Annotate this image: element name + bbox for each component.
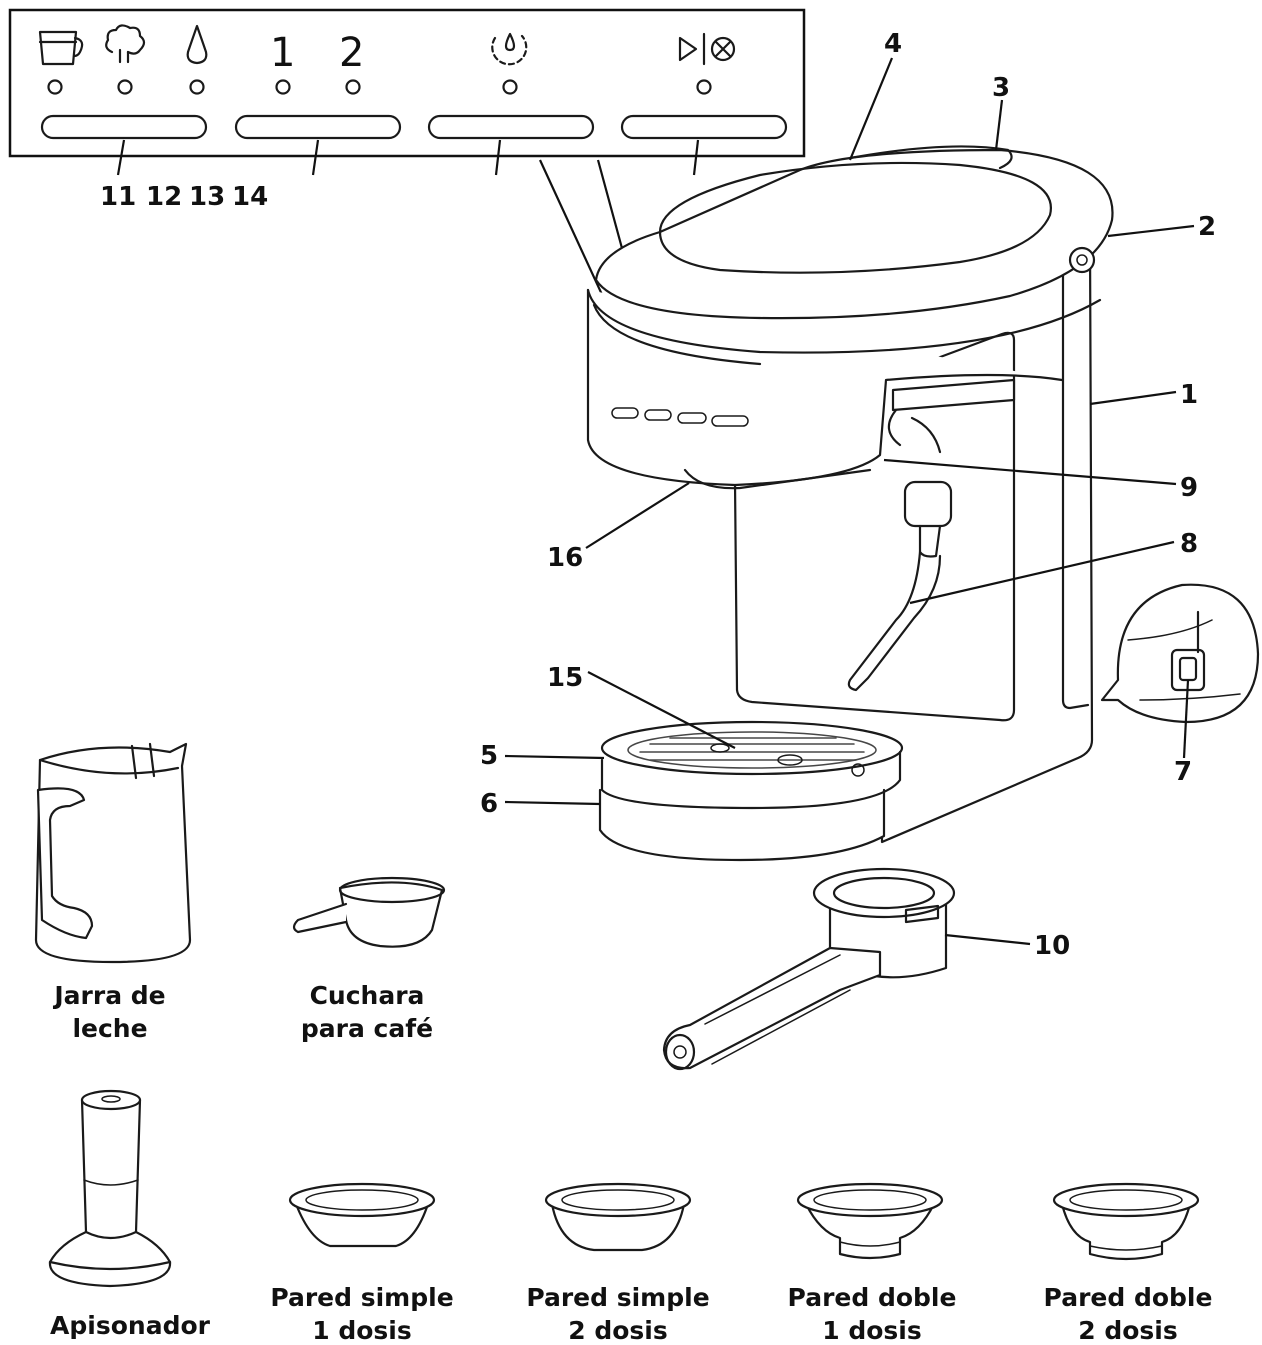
callout-7: 7: [1174, 757, 1192, 787]
callout-2: 2: [1198, 212, 1216, 242]
play-stop-icon: [678, 32, 736, 66]
dose-label-1: 1: [270, 30, 295, 76]
callout-10: 10: [1034, 931, 1070, 961]
coffee-scoop-label-line2: para café: [301, 1014, 433, 1043]
tamper: [48, 1089, 172, 1288]
tamper-label: Apisonador: [50, 1311, 211, 1340]
espresso-machine: [586, 145, 1260, 1071]
basket-single-1-label-line1: Pared simple: [270, 1283, 453, 1312]
basket-single-1-label-line2: 1 dosis: [312, 1316, 412, 1345]
dose-button[interactable]: [234, 114, 402, 140]
callout-3: 3: [992, 73, 1010, 103]
function-button[interactable]: [40, 114, 208, 140]
milk-jug: [34, 742, 192, 964]
callout-16: 16: [547, 543, 583, 573]
water-drop-icon: [186, 24, 208, 65]
callout-13: 13: [189, 182, 225, 212]
basket-single-wall-2-dose: [544, 1182, 692, 1252]
callout-5: 5: [480, 741, 498, 771]
control-panel-inset: 1 2: [8, 8, 806, 212]
cup-icon: [38, 30, 84, 66]
portafilter: [662, 867, 956, 1071]
milk-jug-label-line1: Jarra de: [52, 981, 165, 1010]
basket-single-2-label-line2: 2 dosis: [568, 1316, 668, 1345]
milk-jug-label-line2: leche: [72, 1014, 147, 1043]
basket-double-wall-1-dose: [796, 1182, 944, 1260]
coffee-scoop: [292, 876, 446, 948]
callout-14: 14: [232, 182, 268, 212]
callout-6: 6: [480, 789, 498, 819]
callout-leaders: [504, 57, 1195, 946]
basket-double-2-label-line2: 2 dosis: [1078, 1316, 1178, 1345]
callout-8: 8: [1180, 529, 1198, 559]
steam-icon: [105, 24, 146, 64]
basket-double-wall-2-dose: [1052, 1182, 1200, 1261]
callout-12: 12: [146, 182, 182, 212]
basket-single-2-label-line1: Pared simple: [526, 1283, 709, 1312]
basket-double-2-label-line1: Pared doble: [1044, 1283, 1213, 1312]
callout-15: 15: [547, 663, 583, 693]
basket-double-1-label-line2: 1 dosis: [822, 1316, 922, 1345]
descale-cycle-icon: [491, 32, 528, 66]
basket-double-1-label-line1: Pared doble: [788, 1283, 957, 1312]
indicator-lights: [47, 79, 712, 95]
basket-single-wall-1-dose: [288, 1182, 436, 1248]
callout-4: 4: [884, 29, 902, 59]
callout-9: 9: [1180, 473, 1198, 503]
coffee-scoop-label-line1: Cuchara: [310, 981, 425, 1010]
start-stop-button[interactable]: [620, 114, 788, 140]
clean-button[interactable]: [427, 114, 595, 140]
callout-11: 11: [100, 182, 136, 212]
dose-label-2: 2: [339, 30, 364, 76]
callout-1: 1: [1180, 380, 1198, 410]
